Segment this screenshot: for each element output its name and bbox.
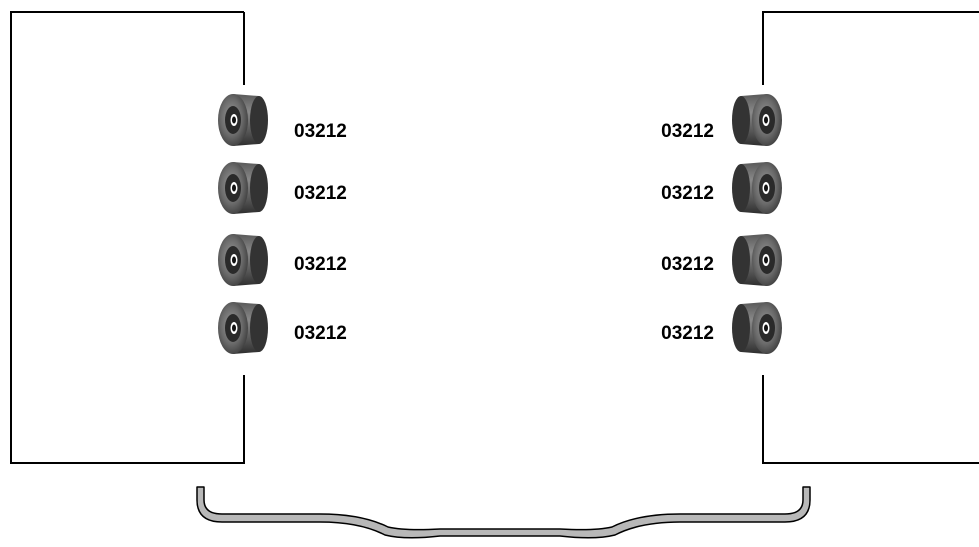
right-grommet-1 <box>732 94 782 146</box>
right-grommet-2 <box>732 162 782 214</box>
curly-brace-connector <box>196 486 811 539</box>
right-panel-outline <box>762 11 979 464</box>
left-part-label-2: 03212 <box>294 183 347 204</box>
right-grommet-4 <box>732 302 782 354</box>
left-part-label-4: 03212 <box>294 323 347 344</box>
right-part-label-2: 03212 <box>661 183 714 204</box>
left-grommet-3 <box>218 234 268 286</box>
left-part-label-3: 03212 <box>294 254 347 275</box>
right-grommet-3 <box>732 234 782 286</box>
left-grommet-2 <box>218 162 268 214</box>
right-part-label-1: 03212 <box>661 121 714 142</box>
left-part-label-1: 03212 <box>294 121 347 142</box>
left-panel-outline <box>10 11 245 464</box>
left-grommet-1 <box>218 94 268 146</box>
right-part-label-4: 03212 <box>661 323 714 344</box>
left-grommet-4 <box>218 302 268 354</box>
right-part-label-3: 03212 <box>661 254 714 275</box>
